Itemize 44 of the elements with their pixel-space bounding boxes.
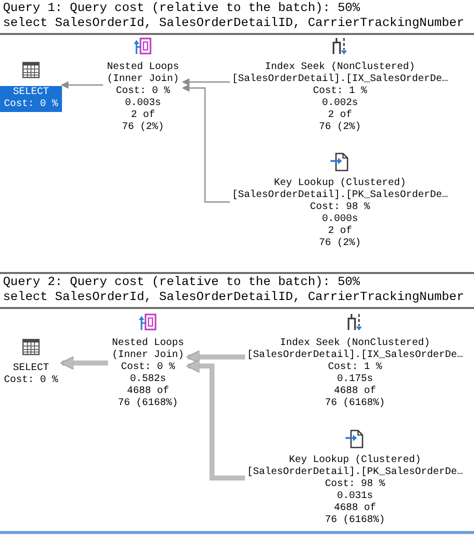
object-name: [SalesOrderDetail].[IX_SalesOrderDe… xyxy=(246,350,464,362)
operator-name: Key Lookup (Clustered) xyxy=(288,455,422,466)
arrow xyxy=(186,359,245,480)
cost-text: Cost: 1 % xyxy=(328,362,382,374)
operator-name: Nested Loops (Inner Join) xyxy=(112,338,184,362)
row-count: 4688 of 76 (6168%) xyxy=(118,386,178,410)
arrow xyxy=(182,84,230,203)
elapsed-time: 0.582s xyxy=(130,374,166,386)
arrow xyxy=(61,81,103,89)
row-count: 2 of 76 (2%) xyxy=(318,226,361,250)
object-name: [SalesOrderDetail].[PK_SalesOrderDe… xyxy=(232,190,448,202)
elapsed-time: 0.031s xyxy=(336,491,373,502)
cost-text: Cost: 0 % xyxy=(120,362,175,374)
row-count: 2 of 76 (2%) xyxy=(318,110,361,134)
operator-name: SELECT xyxy=(12,87,49,99)
arrow xyxy=(60,356,108,370)
arrow xyxy=(182,78,230,86)
query-header-band xyxy=(0,272,474,309)
row-count: 2 of 76 (2%) xyxy=(122,110,164,134)
cost-text: Cost: 0 % xyxy=(4,375,58,387)
operator-name: Key Lookup (Clustered) xyxy=(274,178,406,190)
row-count: 4688 of 76 (6168%) xyxy=(324,503,385,527)
query-header-band xyxy=(0,0,474,35)
arrow xyxy=(186,350,245,364)
operator-name: Index Seek (NonClustered) xyxy=(280,338,430,350)
elapsed-time: 0.000s xyxy=(322,214,358,226)
operator-name: SELECT xyxy=(12,363,49,375)
elapsed-time: 0.175s xyxy=(336,374,373,386)
query-cost-heading: Query 2: Query cost (relative to the batch): 50% xyxy=(3,275,360,290)
object-name: [SalesOrderDetail].[PK_SalesOrderDe… xyxy=(246,467,464,479)
cost-text: Cost: 0 % xyxy=(4,99,58,111)
elapsed-time: 0.003s xyxy=(124,98,161,110)
row-count: 4688 of 76 (6168%) xyxy=(324,386,385,410)
elapsed-time: 0.002s xyxy=(322,98,358,110)
query-text: select SalesOrderId, SalesOrderDetailID, CarrierTrackingNumber xyxy=(3,290,464,305)
cost-text: Cost: 98 % xyxy=(310,202,370,214)
operator-name: Nested Loops (Inner Join) xyxy=(106,62,179,86)
cost-text: Cost: 1 % xyxy=(312,86,367,98)
query-cost-heading: Query 1: Query cost (relative to the batch): 50% xyxy=(3,1,360,16)
cost-text: Cost: 0 % xyxy=(116,86,170,98)
query-text: select SalesOrderId, SalesOrderDetailID, CarrierTrackingNumber xyxy=(3,16,464,31)
operator-name: Index Seek (NonClustered) xyxy=(264,62,416,74)
object-name: [SalesOrderDetail].[IX_SalesOrderDe… xyxy=(232,74,448,86)
cost-text: Cost: 98 % xyxy=(324,479,385,491)
